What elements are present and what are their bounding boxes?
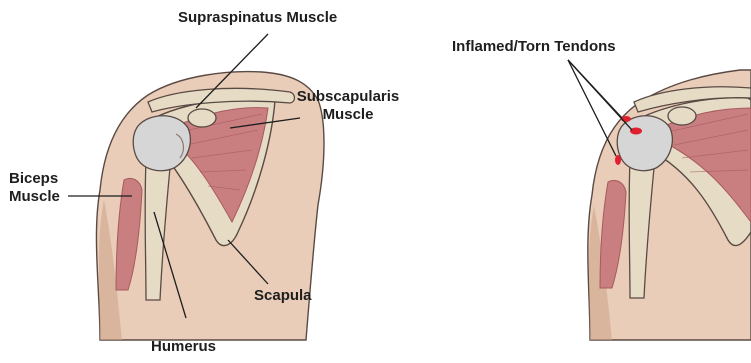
label-biceps-line1: Biceps: [9, 170, 60, 188]
label-biceps-muscle: Biceps Muscle: [9, 170, 60, 206]
inflamed-spot-middle: [630, 128, 642, 135]
inflamed-shoulder-illustration: [588, 70, 751, 340]
label-scapula: Scapula: [254, 287, 312, 305]
leader-inflamed-2: [568, 60, 632, 130]
label-subscapularis-line2: Muscle: [288, 106, 408, 124]
right-humeral-head: [617, 116, 672, 171]
leader-inflamed-3: [568, 60, 616, 156]
left-acromion-bone: [188, 109, 216, 127]
label-biceps-line2: Muscle: [9, 188, 60, 206]
label-subscapularis-line1: Subscapularis: [288, 88, 408, 106]
label-supraspinatus-muscle: Supraspinatus Muscle: [178, 9, 337, 27]
right-acromion-bone: [668, 107, 696, 125]
label-humerus: Humerus: [151, 338, 216, 356]
inflamed-spot-lower: [615, 155, 621, 165]
label-subscapularis-muscle: Subscapularis Muscle: [288, 88, 408, 124]
label-inflamed-torn-tendons: Inflamed/Torn Tendons: [452, 38, 616, 56]
left-humeral-head: [133, 116, 190, 171]
